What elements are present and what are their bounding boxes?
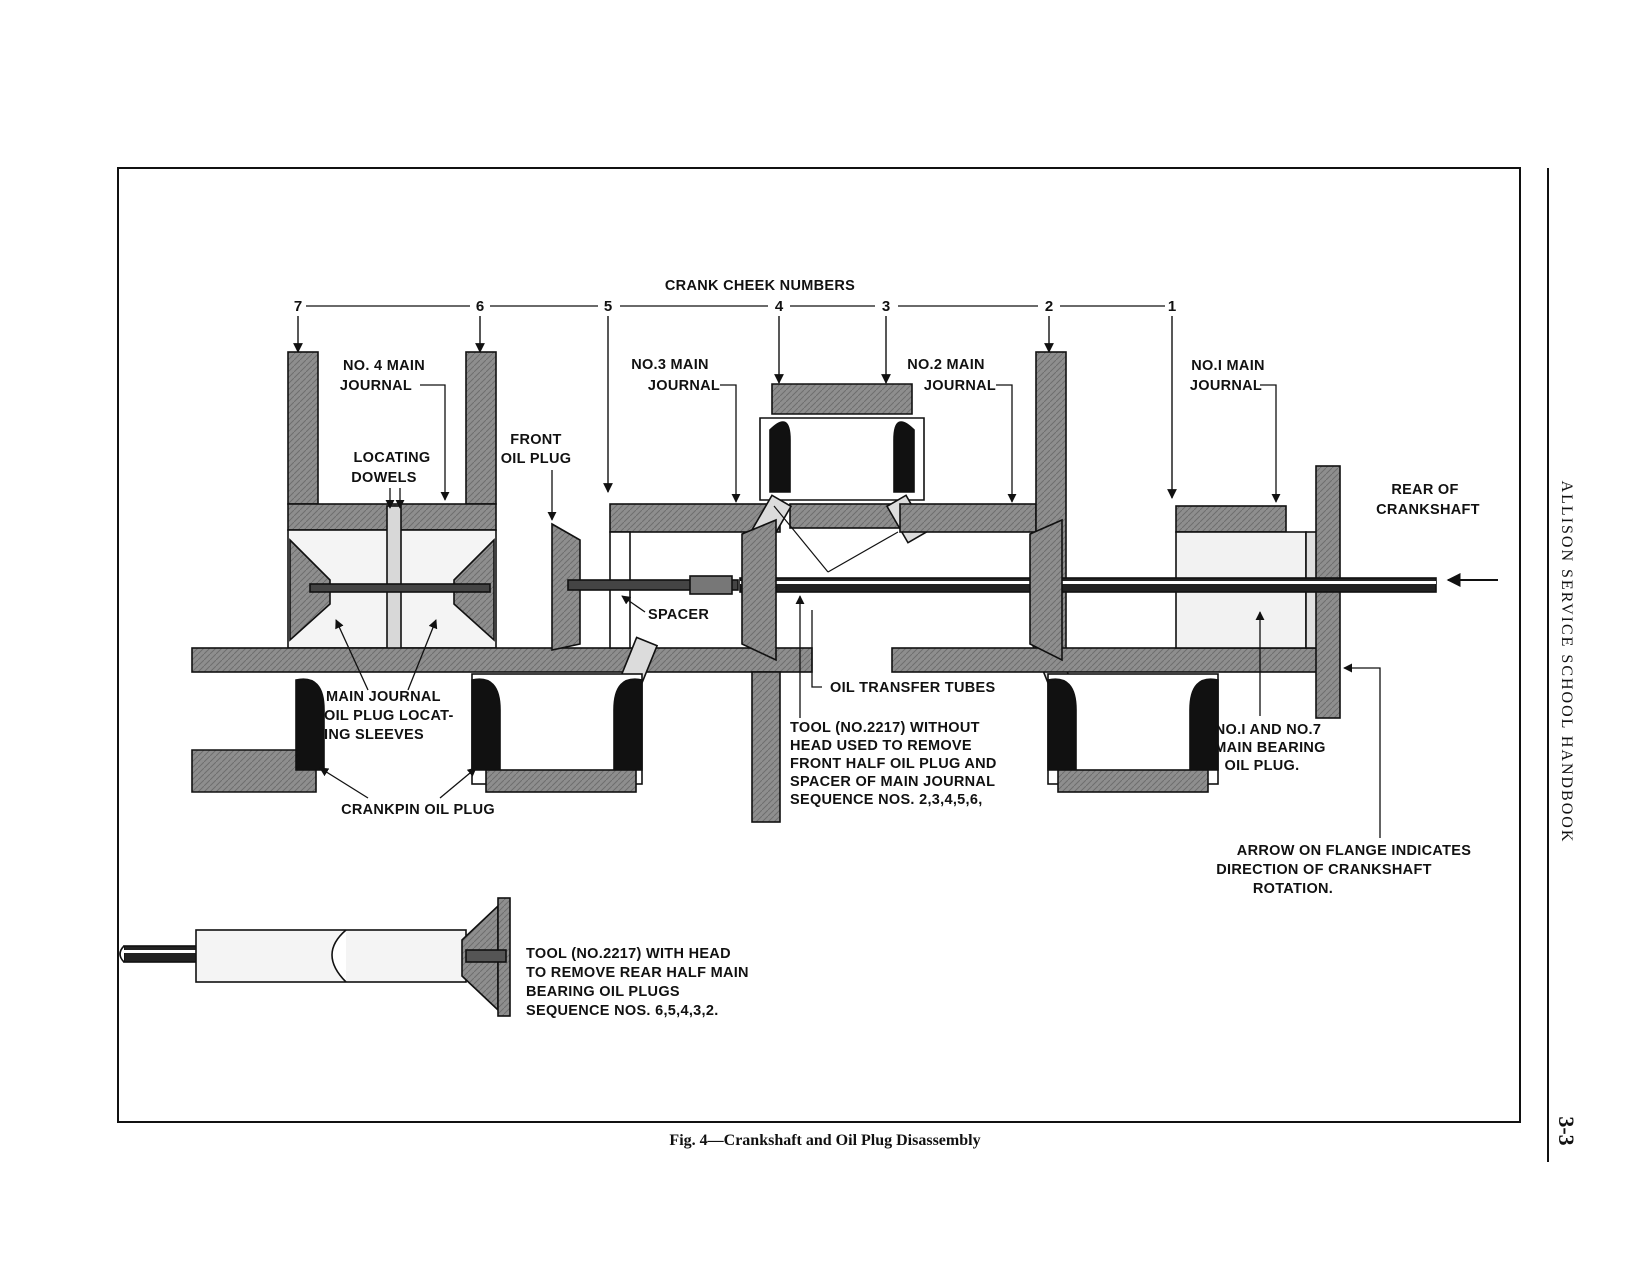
no4-journal-leader bbox=[420, 384, 450, 501]
no1-journal-label-line2: JOURNAL bbox=[1190, 378, 1262, 394]
tool-without-head-line1: TOOL (NO.2217) WITHOUT bbox=[790, 720, 980, 736]
side-title-wrap: ALLISON SERVICE SCHOOL HANDBOOK bbox=[1556, 448, 1576, 878]
sleeve-arrow-left bbox=[335, 619, 369, 691]
side-title: ALLISON SERVICE SCHOOL HANDBOOK bbox=[1558, 480, 1575, 844]
no3-journal-leader bbox=[720, 384, 741, 503]
no3-journal-label-line2: JOURNAL bbox=[648, 378, 720, 394]
locating-dowels-line2: DOWELS bbox=[351, 470, 416, 486]
main-journal-sleeves-line1: MAIN JOURNAL bbox=[326, 689, 441, 705]
cheek-number-3: 3 bbox=[882, 298, 890, 315]
no2-journal-leader bbox=[996, 384, 1017, 503]
arrow-on-flange-line3: ROTATION. bbox=[1253, 881, 1333, 897]
oil-transfer-tubes-leader bbox=[811, 610, 822, 688]
arrow-on-flange-line2: DIRECTION OF CRANKSHAFT bbox=[1216, 862, 1432, 878]
cheek-number-6: 6 bbox=[476, 298, 484, 315]
arrow-on-flange-leader bbox=[1343, 663, 1381, 838]
bearing-oil-plug-line1: NO.I AND NO.7 bbox=[1215, 722, 1321, 738]
spacer-arrow bbox=[621, 595, 646, 613]
front-oil-plug-line1: FRONT bbox=[510, 432, 561, 448]
arrow-on-flange-line1: ARROW ON FLANGE INDICATES bbox=[1237, 843, 1471, 859]
figure-caption: Fig. 4—Crankshaft and Oil Plug Disassemb… bbox=[669, 1132, 981, 1149]
main-journal-sleeves-line2: OIL PLUG LOCAT- bbox=[324, 708, 454, 724]
cheek-number-2: 2 bbox=[1045, 298, 1053, 315]
tool-with-head-line4: SEQUENCE NOS. 6,5,4,3,2. bbox=[526, 1003, 719, 1019]
tool-without-head-line5: SEQUENCE NOS. 2,3,4,5,6, bbox=[790, 792, 983, 808]
no2-journal-label-line1: NO.2 MAIN bbox=[907, 357, 985, 373]
no3-journal-label-line1: NO.3 MAIN bbox=[631, 357, 709, 373]
page-number: 3-3 bbox=[1554, 1116, 1579, 1146]
no1-journal-label-line1: NO.I MAIN bbox=[1191, 358, 1265, 374]
no4-journal-label-line2: JOURNAL bbox=[340, 378, 412, 394]
crankpin-oil-plug-label: CRANKPIN OIL PLUG bbox=[341, 802, 495, 818]
no2-journal-label-line2: JOURNAL bbox=[924, 378, 996, 394]
cheek-number-5: 5 bbox=[604, 298, 612, 315]
page-number-wrap: 3-3 bbox=[1554, 1100, 1579, 1160]
main-journal-sleeves-line3: ING SLEEVES bbox=[324, 727, 424, 743]
tool-without-head-line4: SPACER OF MAIN JOURNAL bbox=[790, 774, 995, 790]
sleeve-arrow-right bbox=[407, 619, 438, 691]
tube-pointer-b bbox=[827, 531, 899, 573]
bearing-oil-plug-line2: MAIN BEARING bbox=[1214, 740, 1326, 756]
tool-without-head-line3: FRONT HALF OIL PLUG AND bbox=[790, 756, 997, 772]
tool-with-head-drawing bbox=[119, 897, 511, 1017]
crankpin-arrow-left bbox=[319, 767, 369, 799]
cheek-number-4: 4 bbox=[775, 298, 784, 315]
cheek-number-7: 7 bbox=[294, 298, 302, 315]
no1-journal-leader bbox=[1260, 384, 1281, 503]
no4-journal-label-line1: NO. 4 MAIN bbox=[343, 358, 425, 374]
tool-with-head-line3: BEARING OIL PLUGS bbox=[526, 984, 680, 1000]
locating-dowels-line1: LOCATING bbox=[353, 450, 430, 466]
tool-with-head-line1: TOOL (NO.2217) WITH HEAD bbox=[526, 946, 731, 962]
tool-without-head-line2: HEAD USED TO REMOVE bbox=[790, 738, 972, 754]
figure-frame bbox=[117, 167, 1521, 1123]
crankpin-arrow-right bbox=[439, 767, 477, 799]
crank-cheek-numbers-title: CRANK CHEEK NUMBERS bbox=[665, 278, 855, 294]
rear-of-crankshaft-line2: CRANKSHAFT bbox=[1376, 502, 1480, 518]
spacer-label: SPACER bbox=[648, 607, 709, 623]
oil-transfer-tubes-label: OIL TRANSFER TUBES bbox=[830, 680, 995, 696]
tool-with-head-line2: TO REMOVE REAR HALF MAIN bbox=[526, 965, 749, 981]
rear-of-crankshaft-line1: REAR OF bbox=[1391, 482, 1458, 498]
cheek-number-1: 1 bbox=[1168, 298, 1176, 315]
bearing-oil-plug-line3: OIL PLUG. bbox=[1225, 758, 1300, 774]
front-oil-plug-line2: OIL PLUG bbox=[501, 451, 572, 467]
crankshaft-section bbox=[191, 351, 1437, 823]
cheek-pointer-arrows bbox=[293, 316, 1177, 499]
tube-pointer-a bbox=[773, 505, 829, 573]
